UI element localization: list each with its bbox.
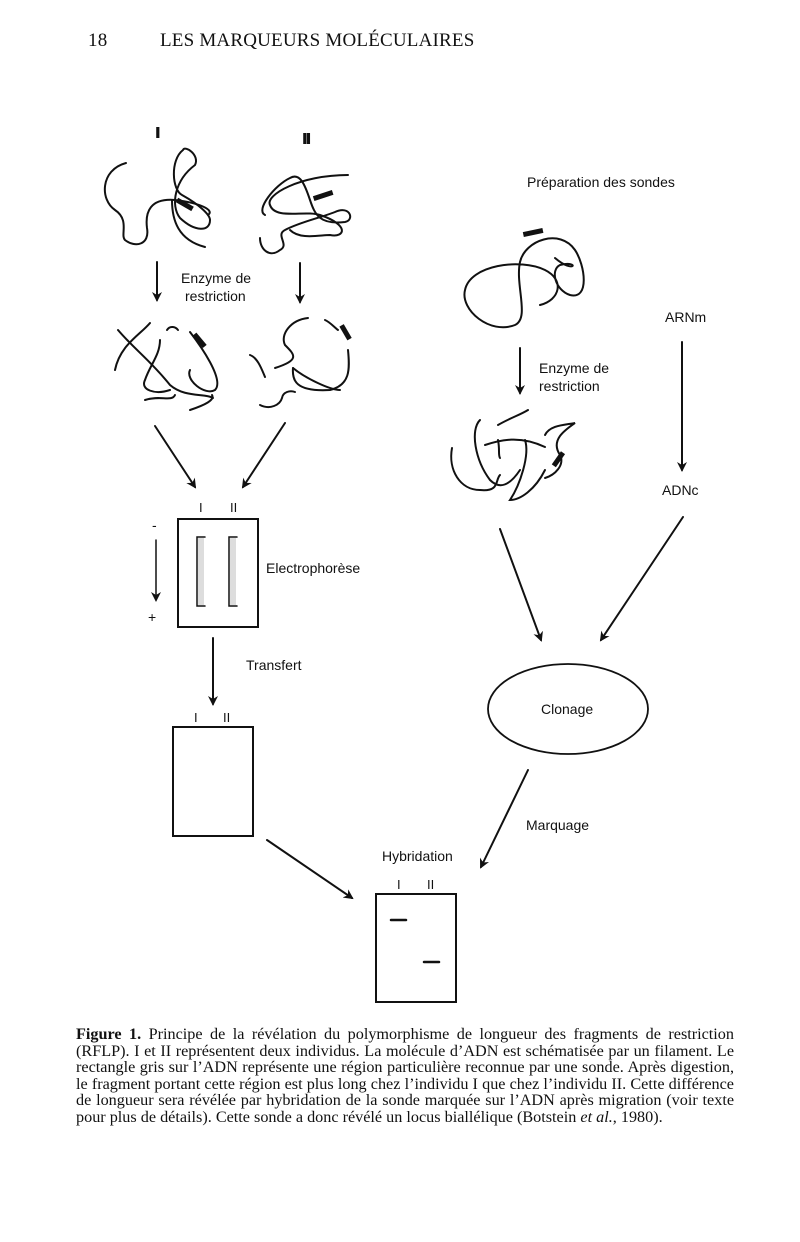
membrane-lane-label-2: II (223, 710, 230, 725)
caption-lead: Figure 1. (76, 1025, 142, 1043)
label-transfer: Transfert (246, 657, 302, 673)
gel-lane-label-2: II (230, 500, 237, 515)
label-electrophoresis: Electrophorèse (266, 560, 360, 576)
caption-text-2: , 1980). (612, 1107, 663, 1126)
cloning-ellipse (487, 663, 649, 755)
probe-dna-molecule (463, 227, 585, 329)
label-cloning: Clonage (541, 701, 593, 717)
label-enzyme-left-1: Enzyme de (181, 270, 251, 286)
caption-etal: et al. (580, 1107, 613, 1126)
probe-dna-fragments (450, 409, 576, 502)
arrow-to-gel-2 (241, 422, 286, 489)
arrow-adnc-to-cloning (599, 516, 684, 642)
gel-lane-1 (196, 536, 206, 607)
label-enzyme-right-1: Enzyme de (539, 360, 609, 376)
electrophoresis-gel (177, 518, 259, 628)
caption-text-1: Principe de la révélation du polymorphis… (76, 1025, 734, 1126)
arrow-membrane-to-hybridization (266, 839, 354, 900)
arrow-labeling (479, 769, 529, 869)
hyb-lane-label-2: II (427, 877, 434, 892)
dna-molecule-2 (259, 174, 352, 255)
label-probe-preparation: Préparation des sondes (527, 174, 675, 190)
figure-caption: Figure 1. Principe de la révélation du p… (76, 1026, 734, 1125)
arrow-fragments-to-cloning (499, 528, 543, 642)
page-number: 18 (88, 30, 108, 51)
label-labeling: Marquage (526, 817, 589, 833)
hyb-lane-label-1: I (397, 877, 401, 892)
label-individual-1: I (156, 125, 160, 140)
label-plus: + (148, 609, 156, 625)
dna-fragments-1 (114, 322, 219, 411)
arrow-to-gel-1 (154, 425, 197, 489)
label-minus: - (152, 517, 157, 533)
transfer-membrane (172, 726, 254, 837)
gel-lane-label-1: I (199, 500, 203, 515)
label-enzyme-left-2: restriction (185, 288, 246, 304)
membrane-lane-label-1: I (194, 710, 198, 725)
dna-molecule-1 (103, 147, 212, 248)
label-hybridization: Hybridation (382, 848, 453, 864)
label-adnc: ADNc (662, 482, 699, 498)
dna-fragments-2 (249, 317, 352, 408)
running-head: LES MARQUEURS MOLÉCULAIRES (160, 30, 475, 51)
hybridization-blot (375, 893, 457, 1003)
label-arnm: ARNm (665, 309, 706, 325)
label-individual-2: II (303, 131, 310, 146)
gel-lane-2 (228, 536, 238, 607)
label-enzyme-right-2: restriction (539, 378, 600, 394)
gel-lanes (196, 536, 238, 607)
rflp-figure: I II Enzyme de restriction (103, 124, 706, 1003)
